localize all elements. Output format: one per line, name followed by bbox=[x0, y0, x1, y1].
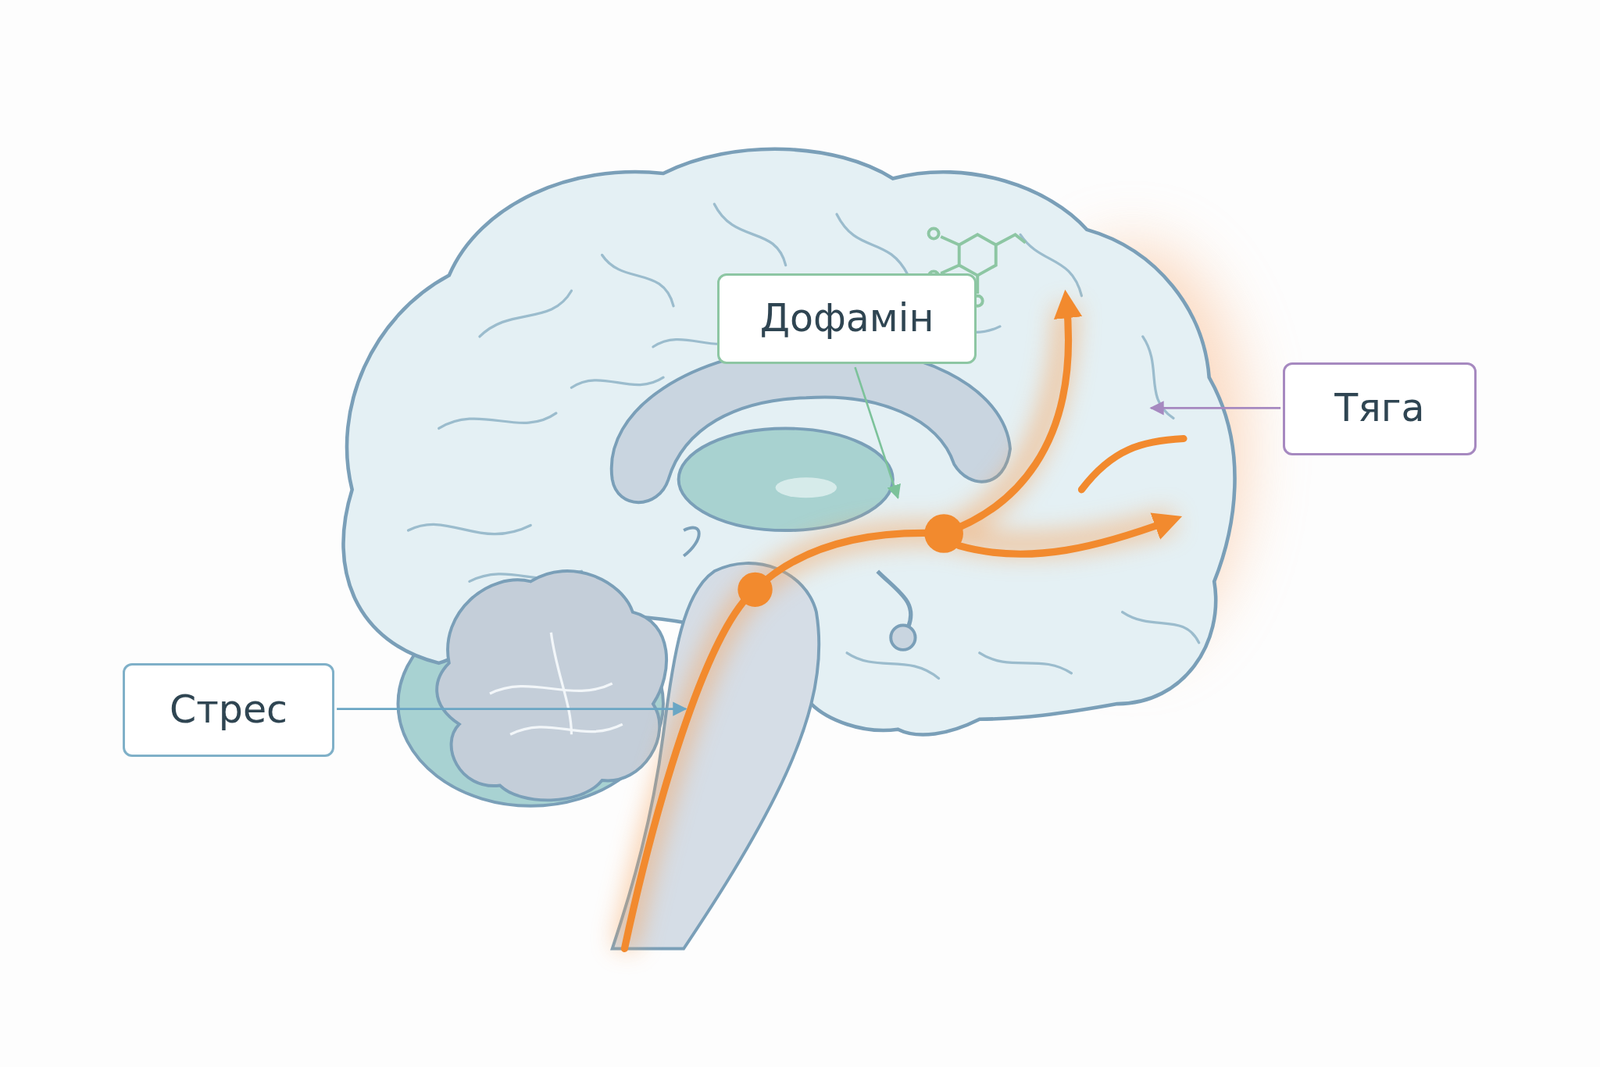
pathway-branch bbox=[1081, 439, 1184, 490]
pituitary bbox=[890, 625, 915, 650]
glow bbox=[624, 532, 944, 949]
callout-box: Тяга bbox=[1282, 362, 1477, 456]
pituitary-stalk bbox=[877, 571, 911, 628]
gyrus bbox=[479, 290, 572, 337]
callout-label: Тяга bbox=[1334, 387, 1425, 430]
callout-box: Дофамін bbox=[717, 273, 977, 365]
gyrus bbox=[408, 524, 532, 534]
gyrus bbox=[1020, 234, 1082, 296]
pathway bbox=[624, 532, 944, 949]
pathway-dot bbox=[737, 572, 772, 608]
pathway-branch bbox=[959, 520, 1172, 554]
gyrus bbox=[714, 203, 786, 265]
callout-label: Дофамін bbox=[760, 297, 935, 340]
gyrus bbox=[846, 653, 940, 679]
callout-box: Стрес bbox=[122, 663, 336, 758]
gyrus bbox=[979, 653, 1072, 674]
pineal bbox=[683, 528, 700, 557]
pathway-dot bbox=[924, 514, 964, 554]
gyrus bbox=[1142, 336, 1174, 418]
leader-line bbox=[855, 367, 899, 498]
pathway-glow bbox=[624, 306, 1174, 950]
benzene-ring bbox=[959, 234, 997, 275]
atom bbox=[928, 228, 940, 240]
leader-line bbox=[336, 707, 686, 711]
gyrus bbox=[602, 254, 674, 306]
gyrus bbox=[571, 377, 664, 388]
leader-line bbox=[1150, 407, 1281, 410]
gyrus bbox=[836, 214, 908, 275]
dopamine-pathway bbox=[624, 300, 1184, 949]
callout-label: Стрес bbox=[169, 689, 288, 732]
gyrus bbox=[1122, 612, 1200, 643]
thalamus bbox=[678, 428, 893, 531]
corpus-callosum bbox=[611, 346, 1011, 504]
arbor-vitae bbox=[489, 632, 623, 736]
cerebellum bbox=[436, 571, 667, 800]
gyrus bbox=[439, 413, 557, 429]
thalamus-highlight bbox=[775, 477, 837, 498]
